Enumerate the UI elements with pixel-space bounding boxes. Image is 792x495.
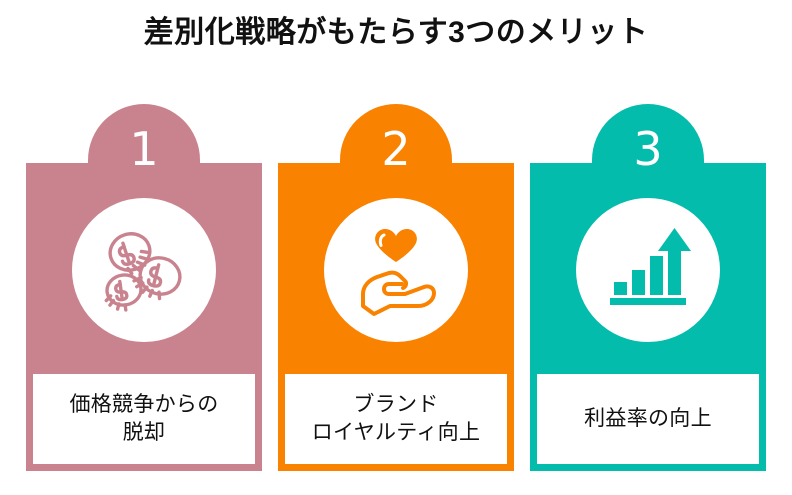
card-2-label-box: ブランド ロイヤルティ向上 [285, 374, 507, 464]
card-1-number: 1 [129, 122, 159, 176]
page-title: 差別化戦略がもたらす3つのメリット [143, 16, 649, 49]
card-1-label-line-2: 脱却 [122, 421, 166, 444]
benefit-card-2[interactable]: 2 [278, 104, 514, 471]
benefit-card-1[interactable]: 1 [26, 104, 262, 471]
benefit-card-3[interactable]: 3 [530, 104, 766, 471]
card-3-number: 3 [633, 122, 663, 176]
card-3-label: 利益率の向上 [584, 405, 712, 433]
card-2-icon-plate [324, 198, 468, 342]
growth-bar-chart-arrow-icon [596, 218, 700, 322]
card-2-label-line-2: ロイヤルティ向上 [311, 421, 481, 444]
card-1-label-line-1: 価格競争からの [69, 392, 219, 416]
card-1-label: 価格競争からの 脱却 [69, 391, 218, 447]
card-3-label-line-1: 利益率の向上 [584, 406, 712, 430]
card-2-number: 2 [381, 122, 411, 176]
card-1-icon-plate [72, 198, 216, 342]
coins-icon [92, 218, 196, 322]
card-2-label-line-1: ブランド [353, 392, 439, 416]
benefit-cards-row: 1 [0, 104, 792, 474]
card-2-label: ブランド ロイヤルティ向上 [312, 391, 481, 447]
card-3-label-box: 利益率の向上 [537, 374, 759, 464]
heart-in-hand-icon [344, 218, 448, 322]
card-3-icon-plate [576, 198, 720, 342]
card-1-label-box: 価格競争からの 脱却 [33, 374, 255, 464]
